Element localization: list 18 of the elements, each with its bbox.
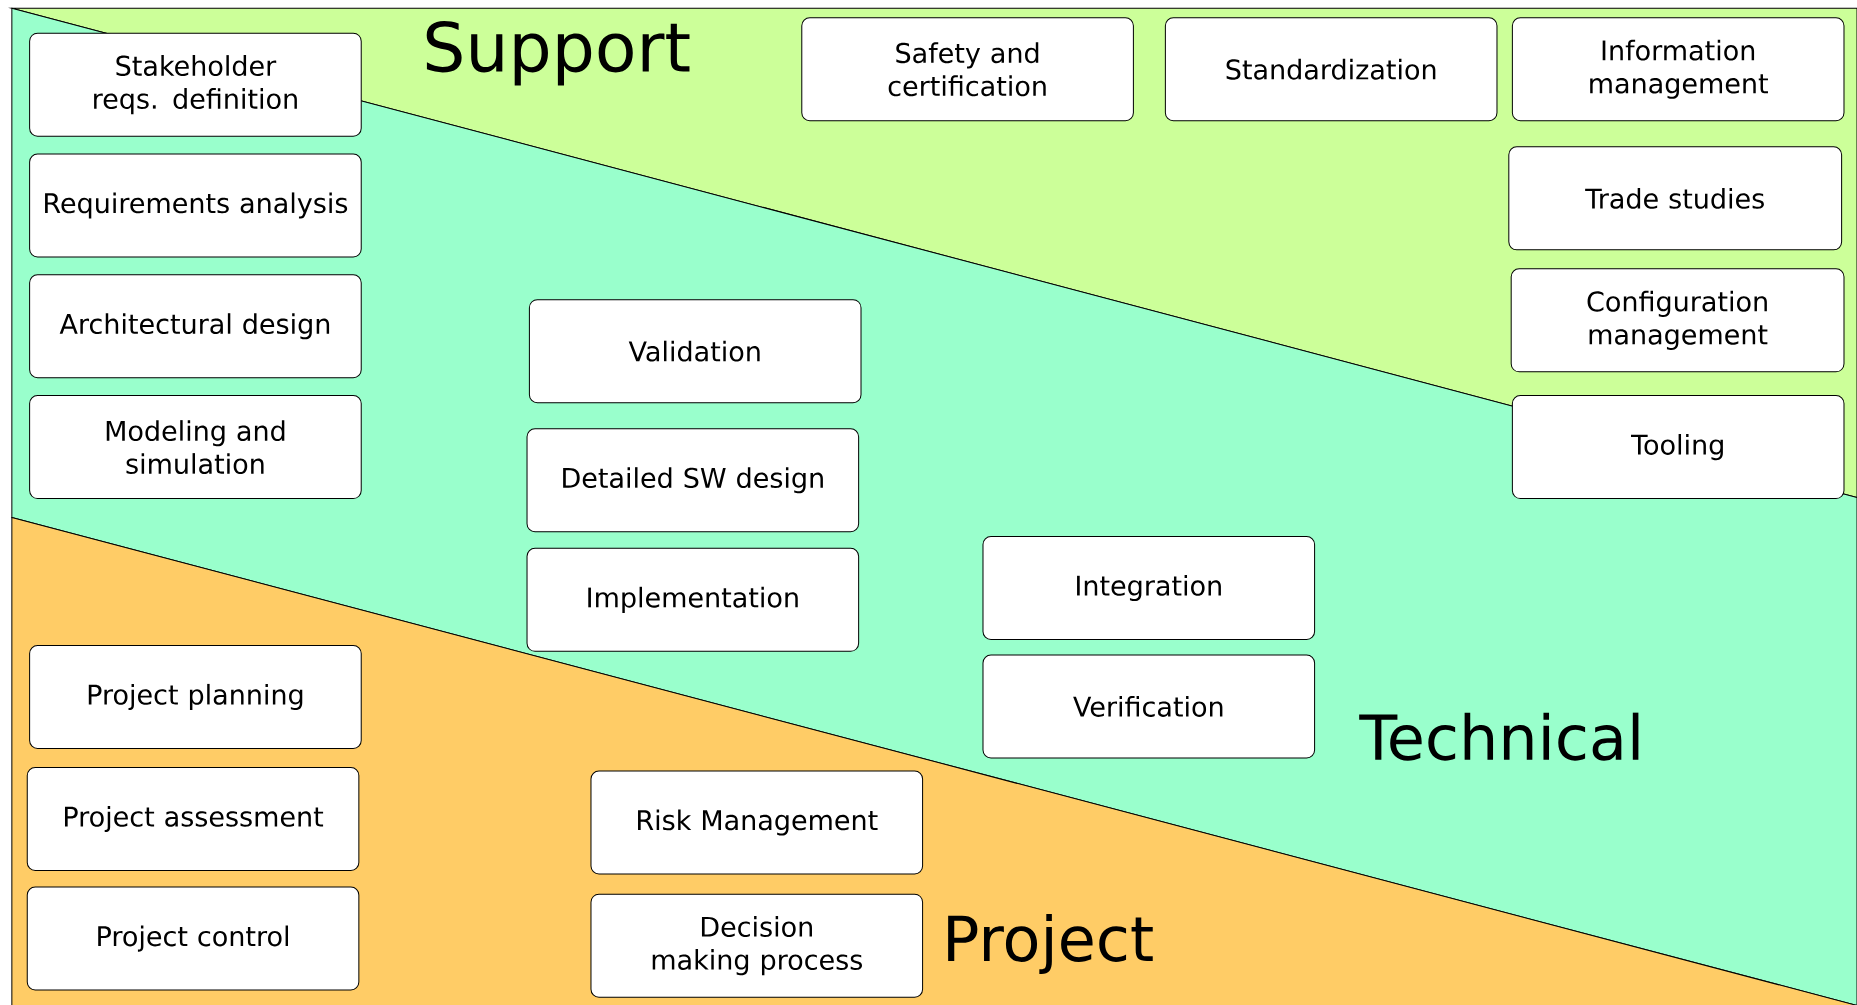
process-box: Modeling and simulation <box>29 394 362 499</box>
process-box: Trade studies <box>1508 146 1843 251</box>
process-box: Architectural design <box>29 274 362 379</box>
process-box: Configuration management <box>1510 268 1845 373</box>
process-box: Safety and certification <box>801 17 1134 122</box>
process-box: Project assessment <box>26 766 360 871</box>
process-box: Project planning <box>29 644 362 749</box>
process-box: Project control <box>26 886 360 991</box>
process-box: Standardization <box>1164 17 1498 122</box>
process-box: Verification <box>982 654 1316 759</box>
process-box: Integration <box>982 535 1316 640</box>
process-box: Validation <box>528 298 862 403</box>
process-box: Decision making process <box>590 893 924 998</box>
process-box: Information management <box>1511 17 1845 122</box>
process-box: Detailed SW design <box>526 428 860 532</box>
process-box: Implementation <box>526 547 860 652</box>
process-box: Requirements analysis <box>29 153 362 258</box>
process-box: Risk Management <box>590 770 924 875</box>
